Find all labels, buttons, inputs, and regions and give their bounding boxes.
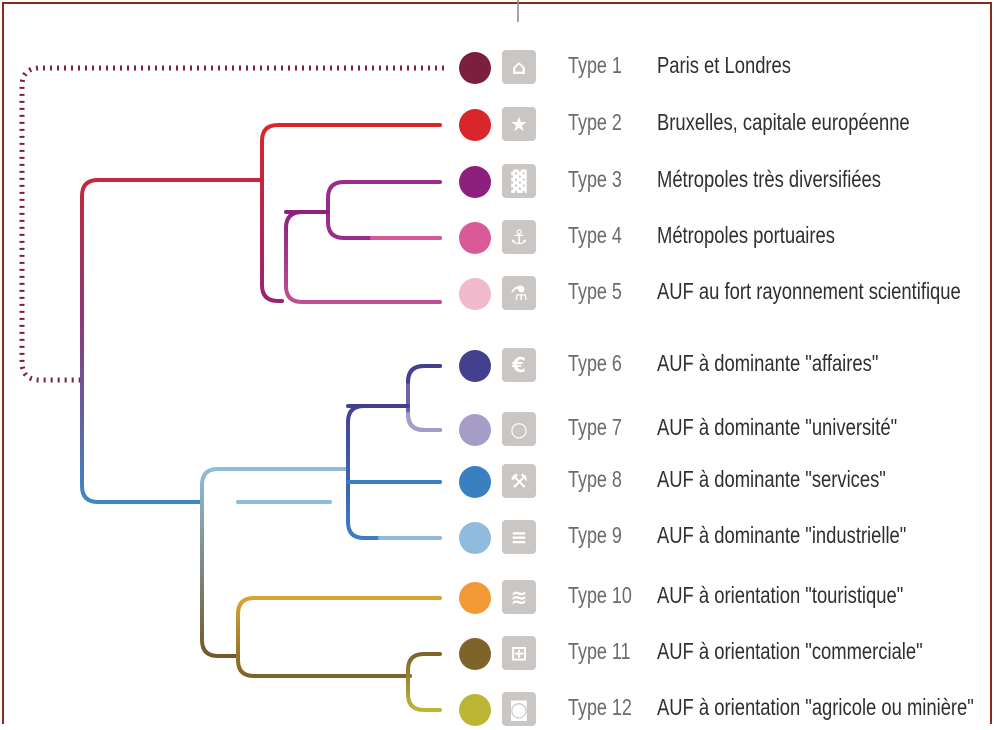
type-color-dot (459, 694, 491, 726)
type-row: ★ Type 2 Bruxelles, capitale européenne (0, 105, 996, 145)
swimmer-icon: ≋ (502, 580, 536, 614)
type-id: Type 3 (568, 166, 622, 192)
type-id: Type 9 (568, 522, 622, 548)
type-label: AUF à orientation "agricole ou minière" (657, 694, 974, 720)
type-label: AUF à dominante "université" (657, 414, 898, 440)
tools-icon: ⚒ (502, 464, 536, 498)
type-row: ≋ Type 10 AUF à orientation "touristique" (0, 578, 996, 618)
flask-icon: ⚗ (502, 276, 536, 310)
type-row: ⚒ Type 8 AUF à dominante "services" (0, 462, 996, 502)
type-row: ○ Type 7 AUF à dominante "université" (0, 410, 996, 450)
type-row: ⊞ Type 11 AUF à orientation "commerciale" (0, 634, 996, 674)
type-color-dot (459, 166, 491, 198)
type-color-dot (459, 582, 491, 614)
type-row: ▓ Type 3 Métropoles très diversifiées (0, 162, 996, 202)
type-label: Métropoles portuaires (657, 222, 835, 248)
type-color-dot (459, 466, 491, 498)
type-id: Type 11 (568, 638, 631, 664)
sheep-icon: ◙ (502, 692, 536, 726)
type-row: ≡ Type 9 AUF à dominante "industrielle" (0, 518, 996, 558)
factory-icon: ≡ (502, 520, 536, 554)
type-color-dot (459, 350, 491, 382)
type-id: Type 6 (568, 350, 622, 376)
type-row: ⚓ Type 4 Métropoles portuaires (0, 218, 996, 258)
type-color-dot (459, 638, 491, 670)
type-label: Bruxelles, capitale européenne (657, 109, 910, 135)
monument-icon: ⌂ (502, 50, 536, 84)
type-id: Type 5 (568, 278, 622, 304)
type-row: ◙ Type 12 AUF à orientation "agricole ou m… (0, 690, 996, 730)
stars-icon: ★ (502, 107, 536, 141)
type-color-dot (459, 278, 491, 310)
type-label: AUF à orientation "touristique" (657, 582, 904, 608)
type-label: AUF à dominante "affaires" (657, 350, 879, 376)
cart-icon: ⊞ (502, 636, 536, 670)
type-id: Type 7 (568, 414, 622, 440)
type-row: € Type 6 AUF à dominante "affaires" (0, 346, 996, 386)
type-id: Type 1 (568, 52, 622, 78)
type-color-dot (459, 52, 491, 84)
type-color-dot (459, 109, 491, 141)
type-color-dot (459, 414, 491, 446)
type-label: AUF à orientation "commerciale" (657, 638, 923, 664)
type-color-dot (459, 222, 491, 254)
type-color-dot (459, 522, 491, 554)
type-label: AUF au fort rayonnement scientifique (657, 278, 961, 304)
type-row: ⌂ Type 1 Paris et Londres (0, 48, 996, 88)
type-id: Type 8 (568, 466, 622, 492)
type-id: Type 12 (568, 694, 632, 720)
university-icon: ○ (502, 412, 536, 446)
euro-icon: € (502, 348, 536, 382)
type-row: ⚗ Type 5 AUF au fort rayonnement scientifi… (0, 274, 996, 314)
type-id: Type 2 (568, 109, 622, 135)
type-id: Type 10 (568, 582, 632, 608)
type-label: Paris et Londres (657, 52, 791, 78)
buildings-icon: ▓ (502, 164, 536, 198)
type-label: Métropoles très diversifiées (657, 166, 881, 192)
anchor-icon: ⚓ (502, 220, 536, 254)
type-label: AUF à dominante "services" (657, 466, 886, 492)
type-id: Type 4 (568, 222, 622, 248)
type-label: AUF à dominante "industrielle" (657, 522, 907, 548)
